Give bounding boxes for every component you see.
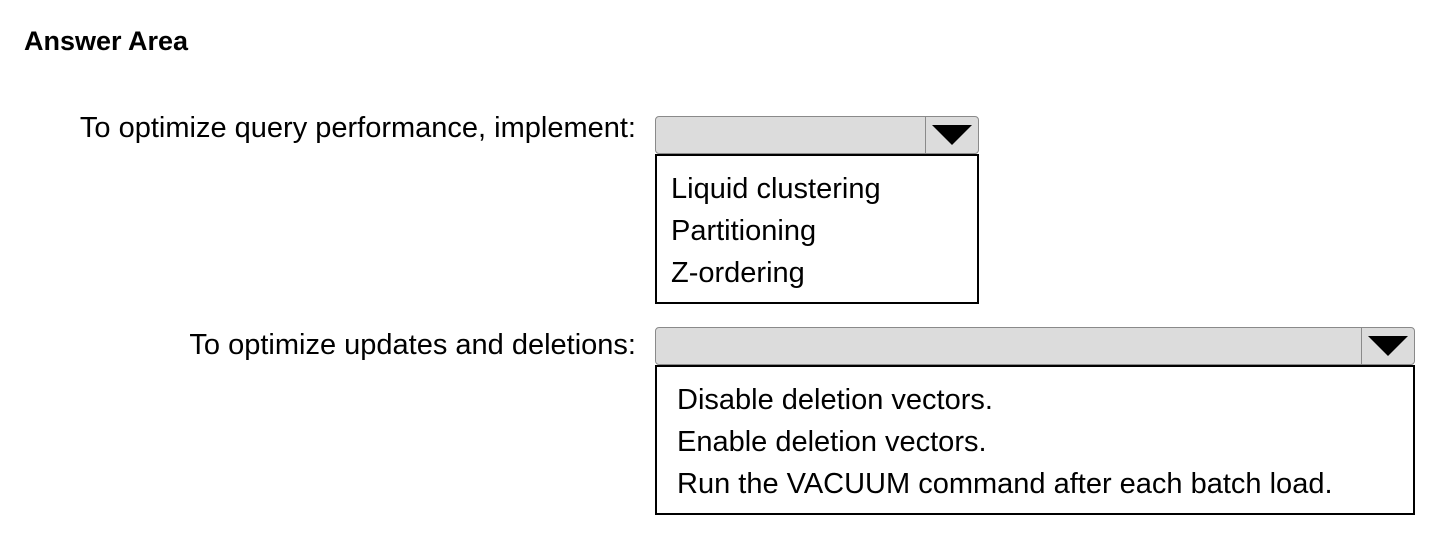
query-performance-options: Liquid clustering Partitioning Z-orderin… xyxy=(655,154,979,304)
query-performance-label: To optimize query performance, implement… xyxy=(79,112,636,144)
dropdown-arrow-button[interactable] xyxy=(925,117,978,153)
option-partitioning[interactable]: Partitioning xyxy=(671,215,817,247)
updates-deletions-dropdown[interactable] xyxy=(655,327,1415,365)
triangle-down-icon xyxy=(1368,336,1408,356)
updates-deletions-label: To optimize updates and deletions: xyxy=(189,329,636,361)
option-enable-deletion-vectors[interactable]: Enable deletion vectors. xyxy=(677,426,987,458)
triangle-down-icon xyxy=(932,125,972,145)
dropdown-arrow-button[interactable] xyxy=(1361,328,1414,364)
option-z-ordering[interactable]: Z-ordering xyxy=(671,257,805,289)
updates-deletions-options: Disable deletion vectors. Enable deletio… xyxy=(655,365,1415,515)
option-liquid-clustering[interactable]: Liquid clustering xyxy=(671,173,881,205)
answer-area-title: Answer Area xyxy=(24,26,189,56)
option-disable-deletion-vectors[interactable]: Disable deletion vectors. xyxy=(677,384,993,416)
query-performance-dropdown[interactable] xyxy=(655,116,979,154)
option-run-vacuum[interactable]: Run the VACUUM command after each batch … xyxy=(677,468,1333,500)
